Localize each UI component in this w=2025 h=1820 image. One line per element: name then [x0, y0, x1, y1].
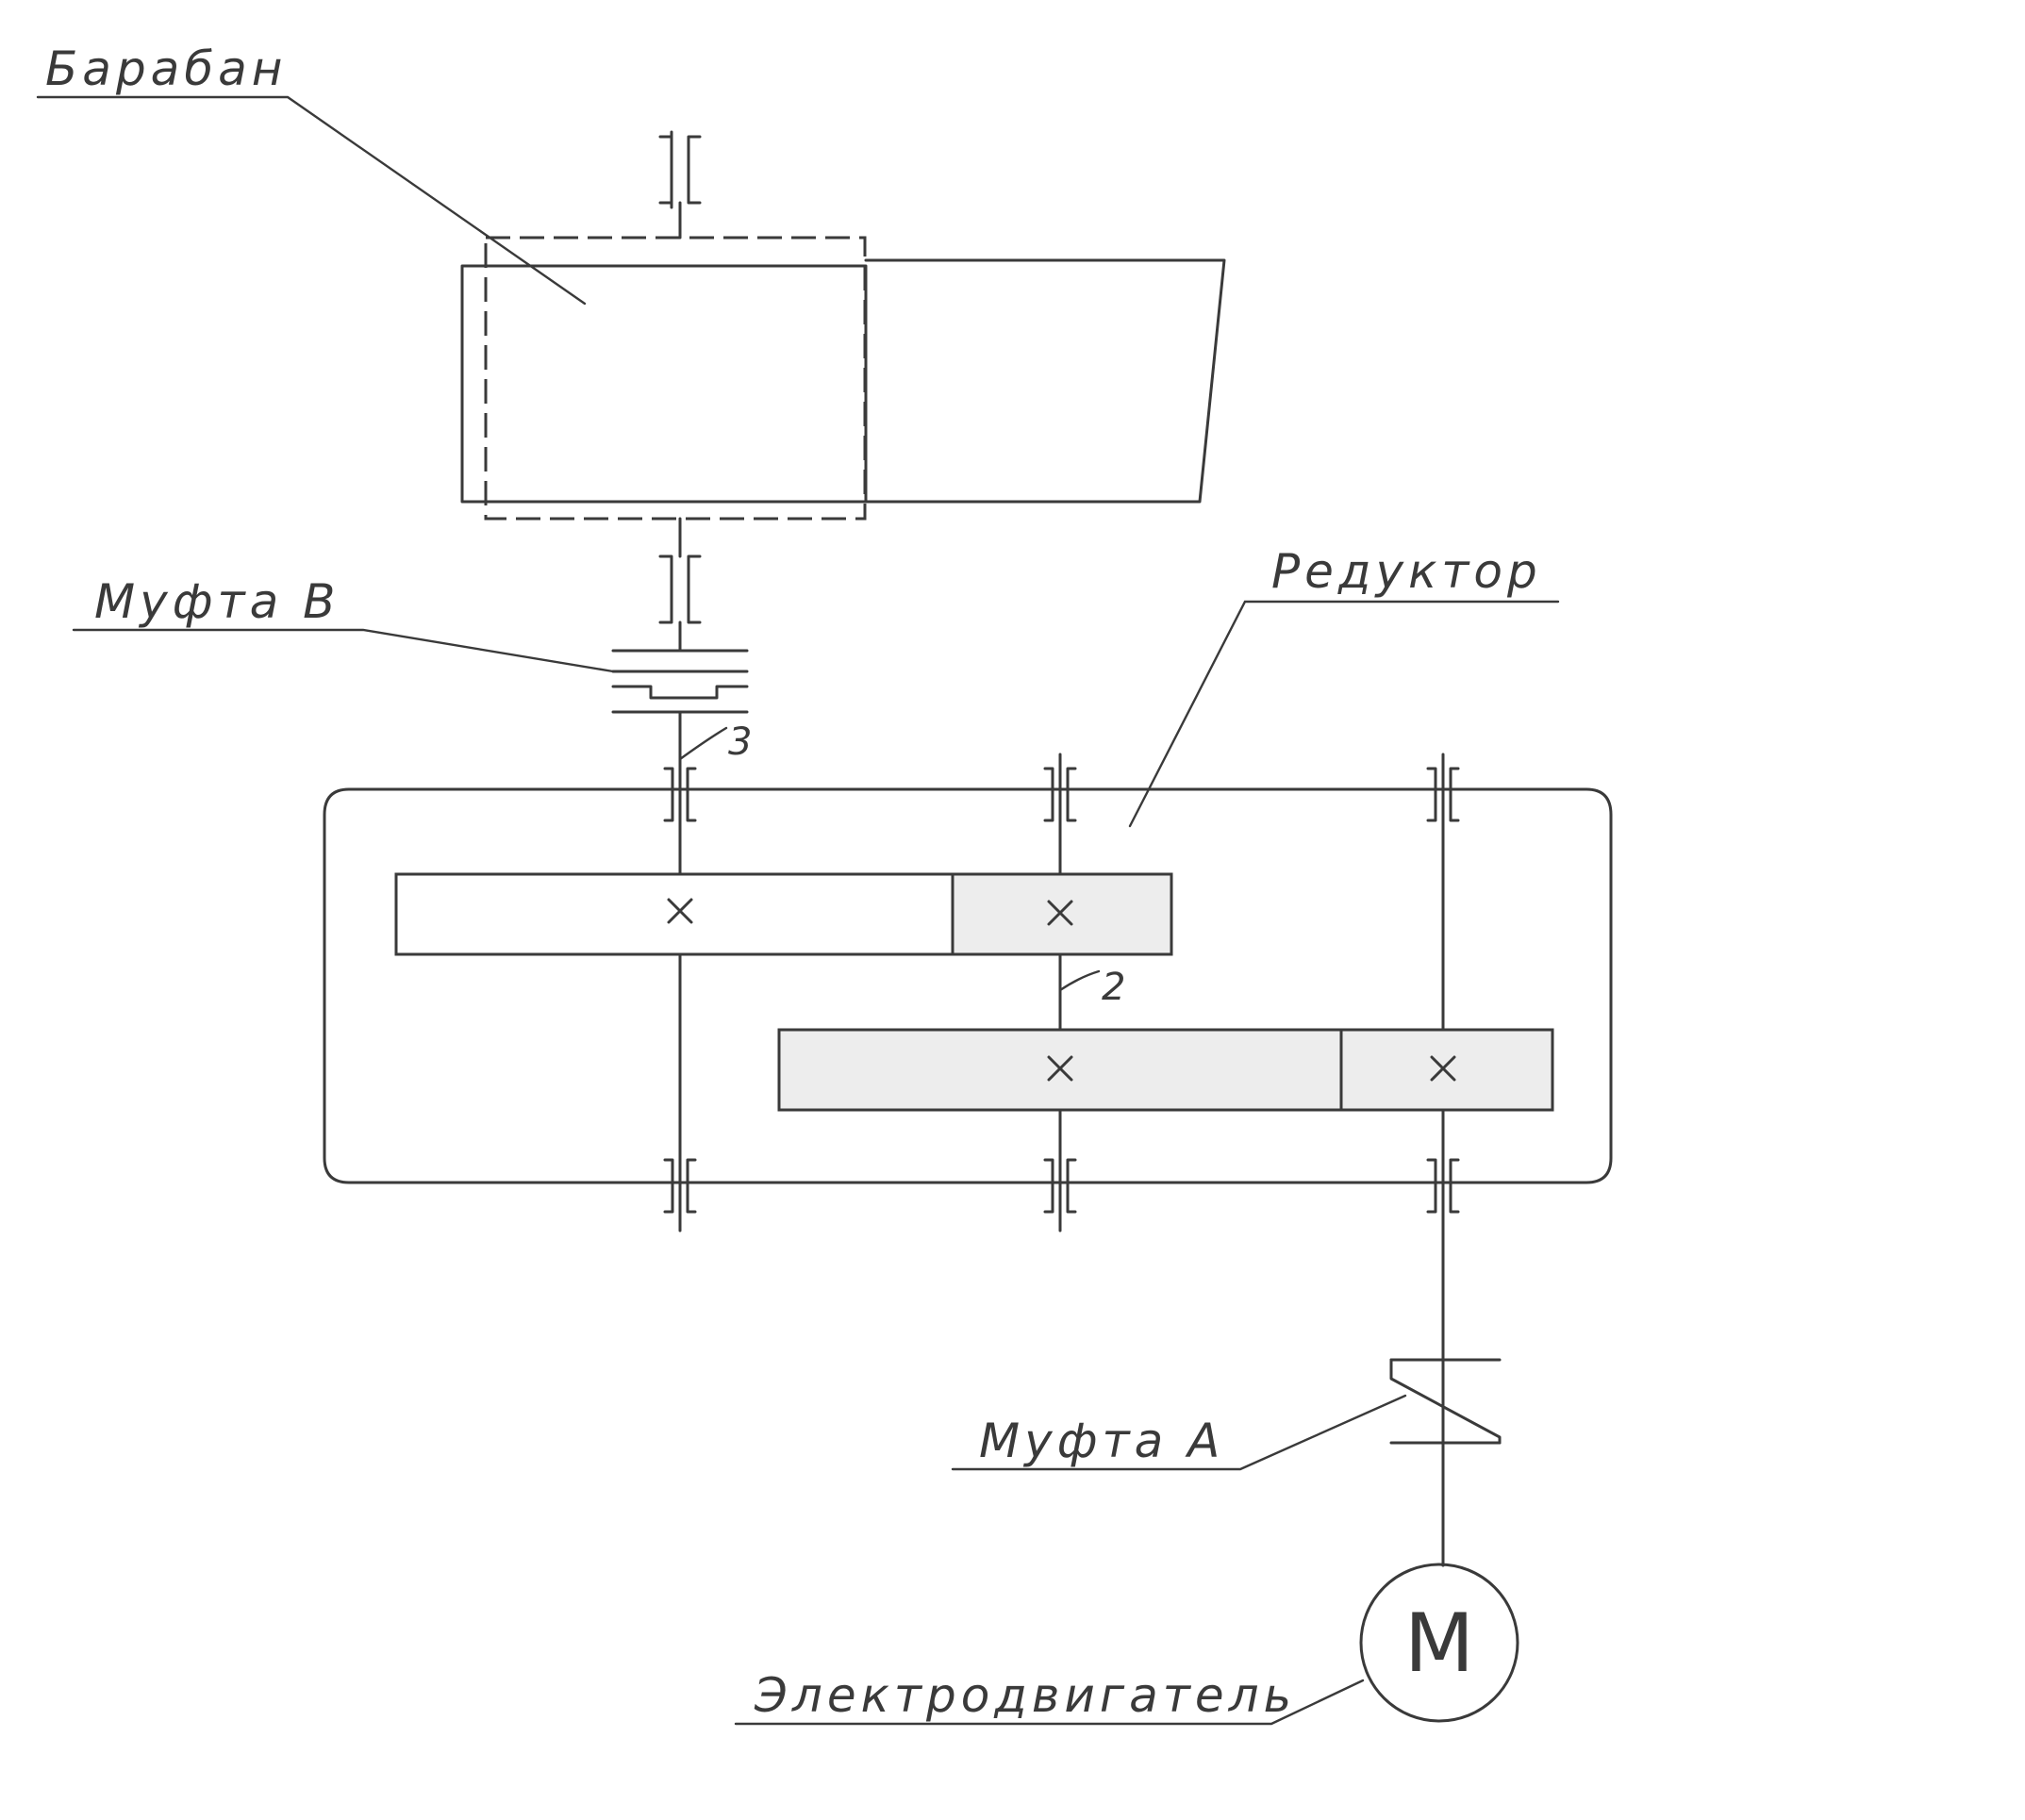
reducer-top-bearing-output [663, 767, 697, 822]
leader-coupling-b [72, 628, 615, 673]
gear-fix-mark [1047, 900, 1073, 926]
drum-inner-outline [484, 236, 867, 521]
coupling-a-symbol [1389, 1358, 1502, 1567]
drum-label: Барабан [45, 41, 287, 96]
electric-motor: М [1359, 1563, 1519, 1723]
leader-reducer [1128, 600, 1560, 828]
reducer-label: Редуктор [1271, 544, 1542, 599]
reducer-housing [323, 787, 1613, 1184]
reducer-bottom-bearing-intermediate [1043, 1158, 1077, 1214]
leader-drum [36, 95, 587, 306]
leader-shaft-3 [678, 726, 728, 761]
gear-fix-mark [667, 898, 693, 924]
coupling-a-label: Муфта А [979, 1414, 1224, 1468]
shaft-2-label: 2 [1102, 966, 1125, 1009]
gear-output-wheel [394, 872, 954, 956]
leader-motor [734, 1679, 1365, 1726]
coupling-b-label: Муфта В [94, 574, 340, 629]
motor-label: Электродвигатель [754, 1668, 1296, 1723]
leader-coupling-a [951, 1394, 1407, 1471]
shaft-3-label: 3 [728, 720, 752, 764]
gear-fix-mark [1047, 1055, 1073, 1082]
reducer-bottom-bearing-input [1426, 1158, 1460, 1214]
reducer-top-bearing-input [1426, 767, 1460, 822]
drum-bottom-bearing [658, 517, 702, 653]
gear-fix-mark [1430, 1055, 1456, 1082]
leader-shaft-2 [1058, 969, 1101, 992]
drum-body [460, 264, 868, 504]
drum-rope [864, 258, 1226, 504]
reducer-top-bearing-intermediate [1043, 767, 1077, 822]
gear-input-pinion [1339, 1028, 1554, 1112]
motor-symbol: М [1404, 1597, 1474, 1691]
drum [460, 130, 1226, 653]
reducer-bottom-bearing-output [663, 1158, 697, 1214]
drum-top-bearing [658, 130, 702, 240]
coupling-b-symbol [611, 649, 749, 756]
